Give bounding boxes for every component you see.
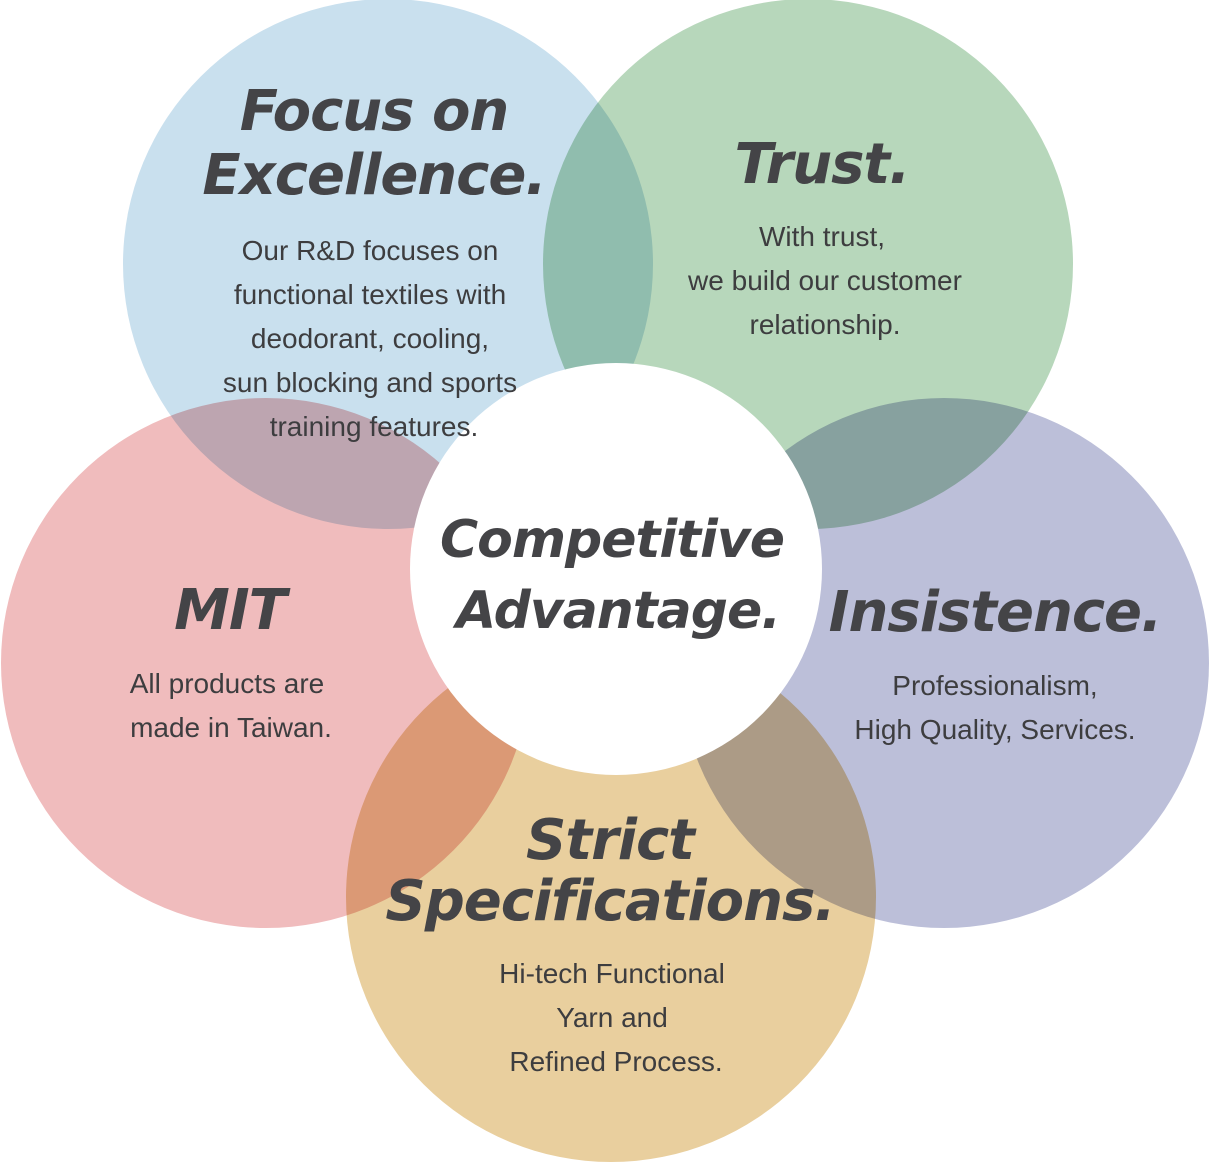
trust-title: Trust. <box>735 132 910 197</box>
strict-title-line-2: Specifications. <box>385 869 834 934</box>
insistence-petal: Insistence. Professionalism, High Qualit… <box>829 580 1163 745</box>
strict-body-line-2: Yarn and <box>556 1002 668 1033</box>
strict-title-line-1: Strict <box>526 808 697 873</box>
center-title-line-1: Competitive <box>440 510 784 570</box>
insistence-body-line-2: High Quality, Services. <box>854 714 1135 745</box>
trust-body-line-3: relationship. <box>750 309 901 340</box>
mit-body-line-1: All products are <box>130 668 325 699</box>
mit-body-line-2: made in Taiwan. <box>130 712 332 743</box>
focus-body-line-5: training features. <box>270 411 479 442</box>
trust-body-line-2: we build our customer <box>687 265 962 296</box>
center-title-line-2: Advantage. <box>452 581 780 641</box>
mit-title: MIT <box>174 578 291 643</box>
center-label: Competitive Advantage. <box>440 510 785 641</box>
strict-body-line-1: Hi-tech Functional <box>499 958 725 989</box>
focus-body-line-3: deodorant, cooling, <box>251 323 489 354</box>
insistence-title: Insistence. <box>829 580 1162 645</box>
focus-title-line-2: Excellence. <box>202 143 545 208</box>
focus-petal: Focus on Excellence. Our R&D focuses on … <box>202 79 546 442</box>
focus-body-line-4: sun blocking and sports <box>223 367 517 398</box>
strict-petal: Strict Specifications. Hi-tech Functiona… <box>385 808 835 1077</box>
insistence-body-line-1: Professionalism, <box>892 670 1097 701</box>
center-circle <box>410 363 822 775</box>
trust-body-line-1: With trust, <box>759 221 885 252</box>
focus-title-line-1: Focus on <box>240 79 509 144</box>
focus-body-line-2: functional textiles with <box>234 279 506 310</box>
strict-body-line-3: Refined Process. <box>509 1046 722 1077</box>
mit-circle <box>1 398 531 928</box>
focus-body-line-1: Our R&D focuses on <box>242 235 499 266</box>
mit-petal: MIT All products are made in Taiwan. <box>130 578 332 743</box>
trust-petal: Trust. With trust, we build our customer… <box>687 132 962 340</box>
